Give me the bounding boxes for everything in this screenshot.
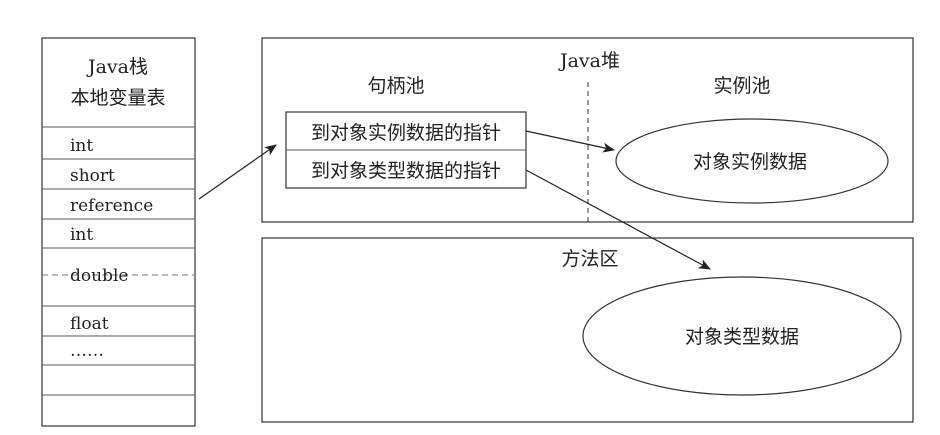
slot-reference: reference: [70, 196, 153, 216]
pointer-to-type-data: 到对象类型数据的指针: [311, 160, 501, 182]
instance-pool-title: 实例池: [713, 75, 770, 97]
handle-pool-title: 句柄池: [367, 75, 424, 97]
slot-short: short: [70, 166, 115, 186]
slot-float: float: [70, 314, 109, 334]
slot-int: int: [70, 136, 93, 156]
method-area-title: 方法区: [561, 248, 618, 270]
handle-pool: 句柄池 到对象实例数据的指针 到对象类型数据的指针: [285, 75, 527, 189]
slot-ellipsis: ……: [70, 341, 104, 361]
slot-double: double: [70, 266, 128, 286]
instance-data-ellipse: [615, 118, 889, 204]
java-heap: Java堆 句柄池 到对象实例数据的指针 到对象类型数据的指针 实例池 对象实例…: [261, 37, 914, 223]
java-stack-title: Java栈: [86, 56, 148, 78]
java-stack: Java栈 本地变量表 int short reference int doub…: [41, 37, 196, 427]
type-data-ellipse: [582, 276, 902, 396]
reference-to-handle-arrow: [198, 144, 277, 200]
java-heap-title: Java堆: [558, 50, 620, 72]
java-stack-frame: [41, 37, 196, 427]
instance-data-label: 对象实例数据: [693, 151, 807, 173]
type-data-label: 对象类型数据: [685, 326, 799, 348]
pointer-to-instance-data: 到对象实例数据的指针: [311, 122, 501, 144]
instance-pool: 实例池 对象实例数据: [615, 75, 889, 204]
slot-int: int: [70, 225, 93, 245]
method-area-frame: [261, 237, 914, 423]
local-variable-table-title: 本地变量表: [70, 87, 165, 109]
handle-to-instance-arrow: [525, 130, 615, 153]
handle-to-type-arrow: [525, 169, 711, 270]
method-area: 方法区 对象类型数据: [261, 237, 914, 423]
